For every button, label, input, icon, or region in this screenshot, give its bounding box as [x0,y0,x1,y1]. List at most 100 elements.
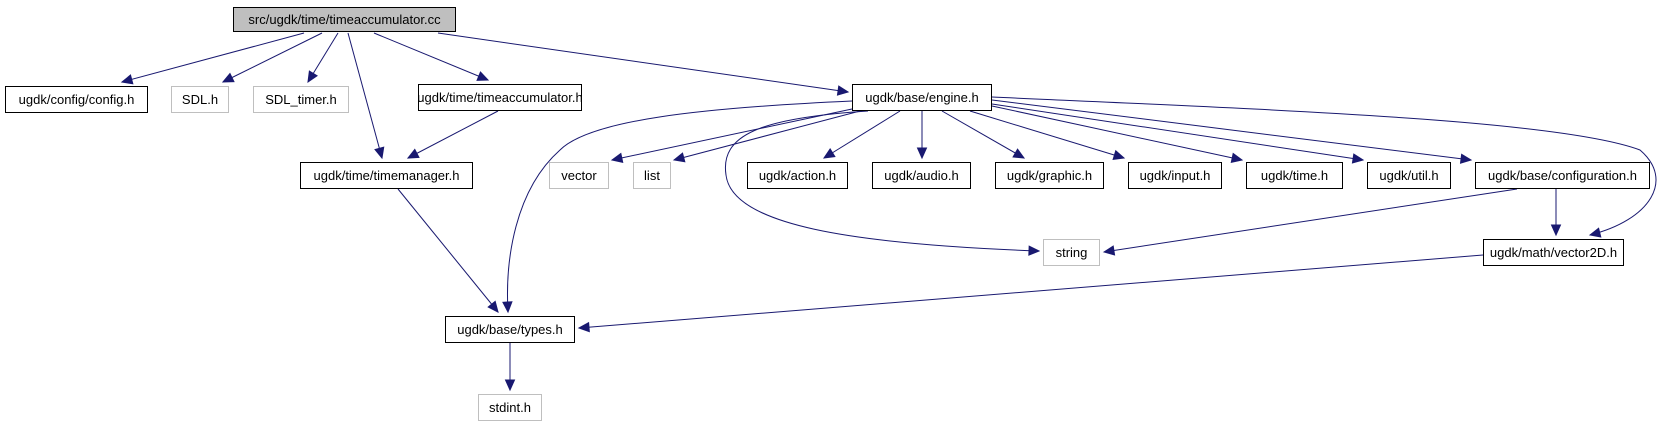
node-label: SDL.h [181,92,219,107]
arrowhead-icon [1028,245,1041,256]
arrowhead-icon [406,148,420,159]
edge-line [578,254,1484,329]
edge-root-to-sdltimer [307,32,339,84]
node-config[interactable]: ugdk/config/config.h [5,86,148,113]
edge-engine-to-input [969,110,1126,160]
arrowhead-icon [1588,227,1602,238]
arrowhead-icon [836,85,850,96]
edge-engine-to-list [672,110,861,163]
node-label: ugdk/time/timemanager.h [313,168,460,183]
node-label: ugdk/time/timeaccumulator.h [417,90,583,105]
arrowhead-icon [1012,148,1026,159]
node-sdltimer: SDL_timer.h [253,86,349,113]
edge-timemanager-to-types [397,188,499,313]
edge-engine-to-time [991,105,1244,163]
node-label: ugdk/base/configuration.h [1488,168,1637,183]
edge-root-to-timemanager [347,32,385,160]
edge-line [991,103,1364,161]
edge-configuration-to-vector2d [1550,189,1562,237]
edge-line [222,32,323,83]
node-list: list [633,162,671,189]
node-timemanager[interactable]: ugdk/time/timemanager.h [300,162,473,189]
edge-engine-to-audio [916,111,928,160]
node-label: vector [561,168,597,183]
node-label: list [644,168,660,183]
node-audio[interactable]: ugdk/audio.h [872,162,971,189]
edge-engine-to-configuration [991,99,1473,164]
edge-engine-to-graphic [941,110,1026,159]
node-configuration[interactable]: ugdk/base/configuration.h [1475,162,1650,189]
node-stdint: stdint.h [478,394,542,421]
arrowhead-icon [610,152,624,163]
node-label: ugdk/input.h [1139,168,1211,183]
node-root: src/ugdk/time/timeaccumulator.cc [233,7,456,32]
edge-line [969,110,1125,159]
node-types[interactable]: ugdk/base/types.h [445,316,575,343]
node-engine[interactable]: ugdk/base/engine.h [852,84,992,111]
edge-engine-to-string [724,110,1041,256]
node-label: stdint.h [489,400,531,415]
edge-configuration-to-string [1102,188,1518,256]
edge-engine-to-vector2d [991,96,1657,238]
edge-line [347,32,383,159]
edge-engine-to-types [502,100,853,314]
arrowhead-icon [822,147,836,159]
arrowhead-icon [307,70,318,84]
arrowhead-icon [221,72,235,83]
node-label: string [1055,245,1088,260]
edge-line [1103,188,1518,253]
node-vector2d[interactable]: ugdk/math/vector2D.h [1483,239,1624,266]
node-label: SDL_timer.h [265,92,337,107]
edge-line [724,110,1040,252]
edge-line [991,105,1243,161]
arrowhead-icon [502,301,513,314]
arrowhead-icon [120,74,134,85]
edge-line [373,32,489,81]
node-graphic[interactable]: ugdk/graphic.h [995,162,1104,189]
arrowhead-icon [916,147,928,160]
arrowhead-icon [1112,149,1126,160]
node-string: string [1043,239,1100,266]
edge-timeacc-to-timemanager [406,110,499,159]
edge-vector2d-to-types [577,254,1484,333]
node-label: ugdk/base/types.h [457,322,563,337]
node-action[interactable]: ugdk/action.h [747,162,848,189]
edge-root-to-config [120,32,305,85]
edge-line [611,108,853,161]
node-label: ugdk/audio.h [884,168,959,183]
arrowhead-icon [1102,245,1116,256]
edge-line [823,110,901,159]
node-label: ugdk/base/engine.h [865,90,979,105]
node-label: ugdk/action.h [758,168,837,183]
node-time[interactable]: ugdk/time.h [1246,162,1343,189]
arrowhead-icon [1459,153,1473,164]
node-label: ugdk/graphic.h [1006,168,1093,183]
edge-engine-to-vector [610,108,853,163]
node-util[interactable]: ugdk/util.h [1367,162,1451,189]
arrowhead-icon [374,146,385,160]
node-label: src/ugdk/time/timeaccumulator.cc [248,12,441,27]
edge-line [437,32,849,93]
arrowhead-icon [672,152,686,163]
edge-root-to-sdl [221,32,323,83]
edge-engine-to-util [991,103,1365,164]
arrowhead-icon [487,300,499,313]
edge-root-to-engine [437,32,850,96]
arrowhead-icon [504,379,516,392]
node-timeacc[interactable]: ugdk/time/timeaccumulator.h [417,84,583,111]
node-sdl: SDL.h [171,86,229,113]
edge-line [507,100,853,313]
arrowhead-icon [1351,153,1365,164]
node-label: ugdk/util.h [1379,168,1439,183]
edge-line [673,110,861,161]
arrowhead-icon [476,71,490,81]
edge-line [941,110,1025,159]
edge-line [407,110,499,159]
edge-line [397,188,499,313]
node-label: ugdk/math/vector2D.h [1489,245,1618,260]
node-input[interactable]: ugdk/input.h [1128,162,1222,189]
edge-engine-to-action [822,110,901,159]
node-vector: vector [549,162,609,189]
arrowhead-icon [1230,152,1244,163]
